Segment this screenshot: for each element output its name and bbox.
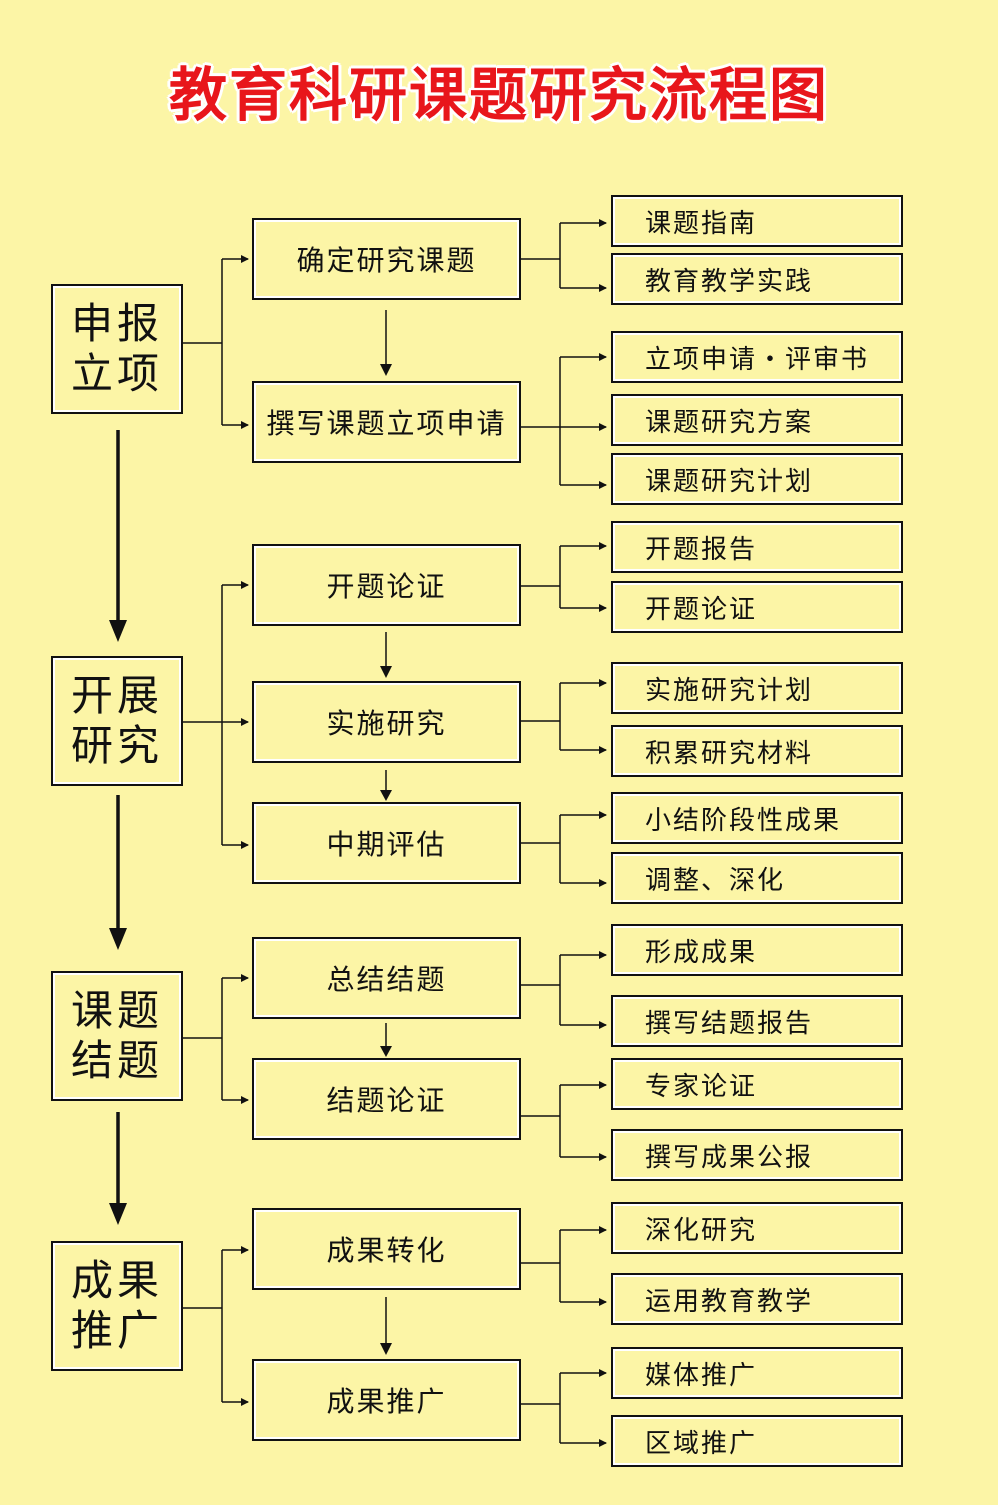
step-box: 成果转化 (252, 1208, 521, 1290)
stage-box: 开展研究 (51, 656, 183, 786)
output-box: 运用教育教学 (611, 1273, 903, 1325)
stage-box: 课题结题 (51, 971, 183, 1101)
output-box: 专家论证 (611, 1058, 903, 1110)
step-box: 实施研究 (252, 681, 521, 763)
output-box: 调整、深化 (611, 852, 903, 904)
stage-box: 成果推广 (51, 1241, 183, 1371)
output-box: 课题指南 (611, 195, 903, 247)
output-box: 教育教学实践 (611, 253, 903, 305)
step-box: 开题论证 (252, 544, 521, 626)
output-box: 立项申请・评审书 (611, 331, 903, 383)
output-box: 课题研究方案 (611, 394, 903, 446)
step-box: 确定研究课题 (252, 218, 521, 300)
step-box: 结题论证 (252, 1058, 521, 1140)
stage-box: 申报立项 (51, 284, 183, 414)
output-box: 撰写结题报告 (611, 995, 903, 1047)
output-box: 开题论证 (611, 581, 903, 633)
output-box: 小结阶段性成果 (611, 792, 903, 844)
output-box: 区域推广 (611, 1415, 903, 1467)
output-box: 课题研究计划 (611, 453, 903, 505)
output-box: 深化研究 (611, 1202, 903, 1254)
output-box: 实施研究计划 (611, 662, 903, 714)
step-box: 总结结题 (252, 937, 521, 1019)
output-box: 开题报告 (611, 521, 903, 573)
page-title: 教育科研课题研究流程图 (168, 61, 829, 129)
step-box: 成果推广 (252, 1359, 521, 1441)
output-box: 媒体推广 (611, 1347, 903, 1399)
output-box: 撰写成果公报 (611, 1129, 903, 1181)
output-box: 形成成果 (611, 924, 903, 976)
step-box: 撰写课题立项申请 (252, 381, 521, 463)
output-box: 积累研究材料 (611, 725, 903, 777)
step-box: 中期评估 (252, 802, 521, 884)
